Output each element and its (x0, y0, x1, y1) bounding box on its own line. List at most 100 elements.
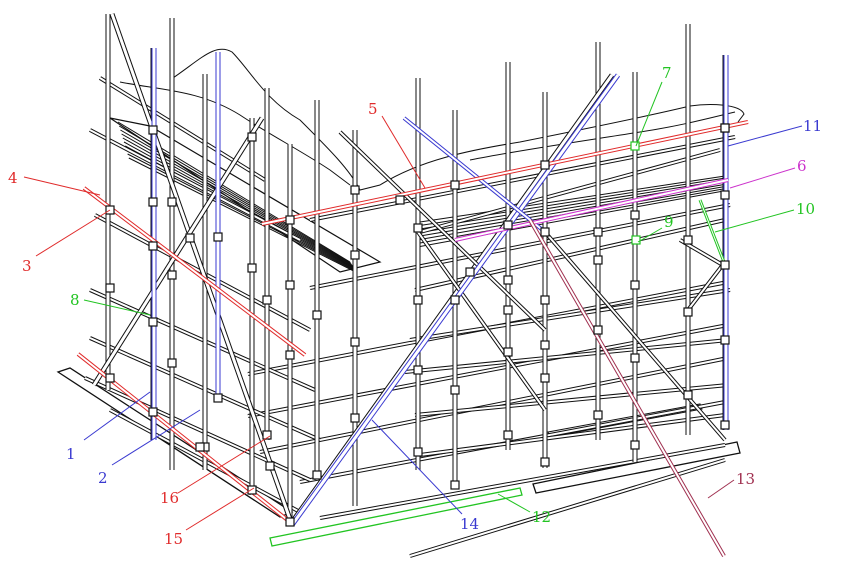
coupler-clamp-68 (195, 442, 205, 452)
coupler-clamp-44 (540, 340, 550, 350)
coupler-clamp-59 (720, 190, 730, 200)
brace-right-1-core (544, 231, 726, 441)
side-ledger-5-core (84, 377, 311, 481)
coupler-clamp-17 (262, 295, 272, 305)
part-label-8: 8 (70, 291, 80, 309)
coupler-clamp-36 (503, 220, 513, 230)
front-ledger-4-core (259, 357, 729, 453)
coupler-clamp-35 (450, 480, 460, 490)
coupler-clamp-51 (630, 210, 640, 220)
part-label-4: 4 (8, 169, 18, 187)
depth-ledger-1-core (414, 219, 726, 291)
part-label-13: 13 (736, 470, 756, 488)
coupler-clamp-26 (350, 337, 360, 347)
brace-maroon-13-core (529, 219, 725, 557)
coupler-clamp-7 (167, 270, 177, 280)
coupler-clamp-57 (683, 390, 693, 400)
coupler-clamp-4 (185, 233, 195, 243)
brace-left-long-core (110, 13, 294, 526)
leader-line-9 (637, 227, 663, 243)
leader-line-14 (371, 419, 463, 515)
depth-ledger-3-core (404, 339, 729, 373)
leader-line-8 (83, 299, 151, 316)
coupler-clamp-18 (285, 215, 295, 225)
leader-line-3 (35, 209, 111, 257)
coupler-clamp-48 (593, 255, 603, 265)
part-label-3: 3 (22, 257, 32, 275)
front-ledger-7-core (409, 459, 726, 557)
deck-plank-line-9 (128, 157, 358, 274)
leader-line-12 (497, 493, 531, 513)
coupler-clamp-67 (285, 517, 295, 527)
leader-line-6 (729, 167, 796, 189)
coupler-clamp-47 (593, 227, 603, 237)
coupler-clamp-2 (148, 197, 158, 207)
coupler-clamp-22 (247, 485, 257, 495)
coupler-clamp-45 (540, 373, 550, 383)
coupler-clamp-34 (450, 385, 460, 395)
part-label-11: 11 (803, 117, 823, 135)
brace-mid-1-core (339, 131, 546, 331)
coupler-clamp-3 (167, 197, 177, 207)
coupler-clamp-38 (503, 305, 513, 315)
front-ledger-3-core (247, 324, 729, 417)
part-label-12: 12 (532, 508, 552, 526)
coupler-clamp-8 (105, 283, 115, 293)
coupler-clamp-56 (683, 307, 693, 317)
coupler-clamp-53 (630, 353, 640, 363)
part-label-16: 16 (160, 489, 180, 507)
coupler-clamp-46 (540, 457, 550, 467)
coupler-clamp-green-9 (631, 235, 641, 245)
coupler-clamp-52 (630, 280, 640, 290)
front-ledger-0-core (309, 136, 736, 221)
depth-ledger-0-core (419, 149, 721, 233)
part-label-6: 6 (797, 157, 807, 175)
diagonal-braces (91, 13, 730, 527)
coupler-clamp-12 (148, 407, 158, 417)
coupler-clamp-9 (148, 317, 158, 327)
leader-line-10 (714, 209, 795, 233)
coupler-clamp-20 (285, 350, 295, 360)
coupler-clamp-11 (167, 358, 177, 368)
coupler-clamp-24 (350, 185, 360, 195)
coupler-clamp-61 (720, 335, 730, 345)
terrain-outline (169, 48, 745, 191)
ledger-red-side-core (83, 187, 306, 356)
coupler-clamp-49 (593, 325, 603, 335)
coupler-clamp-41 (540, 160, 550, 170)
coupler-clamp-66 (265, 461, 275, 471)
coupler-clamp-21 (262, 430, 272, 440)
depth-ledger-2-core (409, 289, 731, 341)
leader-line-11 (727, 125, 803, 147)
coupler-clamp-10 (105, 373, 115, 383)
coupler-clamp-28 (413, 223, 423, 233)
coupler-clamp-40 (503, 430, 513, 440)
brace-right-short-core (679, 239, 729, 269)
coupler-clamp-33 (450, 295, 460, 305)
depth-ledger-5-core (419, 414, 726, 456)
front-ledger-1-core (309, 204, 731, 289)
front-ledger-6-core (319, 444, 726, 519)
depth-ledger-4-core (414, 384, 729, 416)
coupler-clamp-27 (350, 413, 360, 423)
coupler-clamp-43 (540, 295, 550, 305)
coupler-clamp-19 (285, 280, 295, 290)
coupler-clamp-31 (413, 447, 423, 457)
coupler-clamp-15 (247, 132, 257, 142)
coupler-clamp-6 (148, 241, 158, 251)
coupler-clamp-23 (312, 310, 322, 320)
part-label-2: 2 (98, 469, 108, 487)
brace-mid-2-core (417, 231, 546, 411)
coupler-clamp-30 (413, 365, 423, 375)
label-leader-lines (23, 81, 803, 531)
part-label-1: 1 (66, 445, 76, 463)
leader-line-4 (23, 176, 101, 196)
brace-right-short-2-core (687, 261, 726, 311)
deck-right-plank-0 (419, 175, 726, 223)
leader-line-16 (177, 435, 271, 494)
terrain-outline-2 (119, 81, 351, 186)
coupler-clamp-16 (247, 263, 257, 273)
deck-right-plank-2 (419, 179, 726, 230)
part-label-10: 10 (796, 200, 816, 218)
